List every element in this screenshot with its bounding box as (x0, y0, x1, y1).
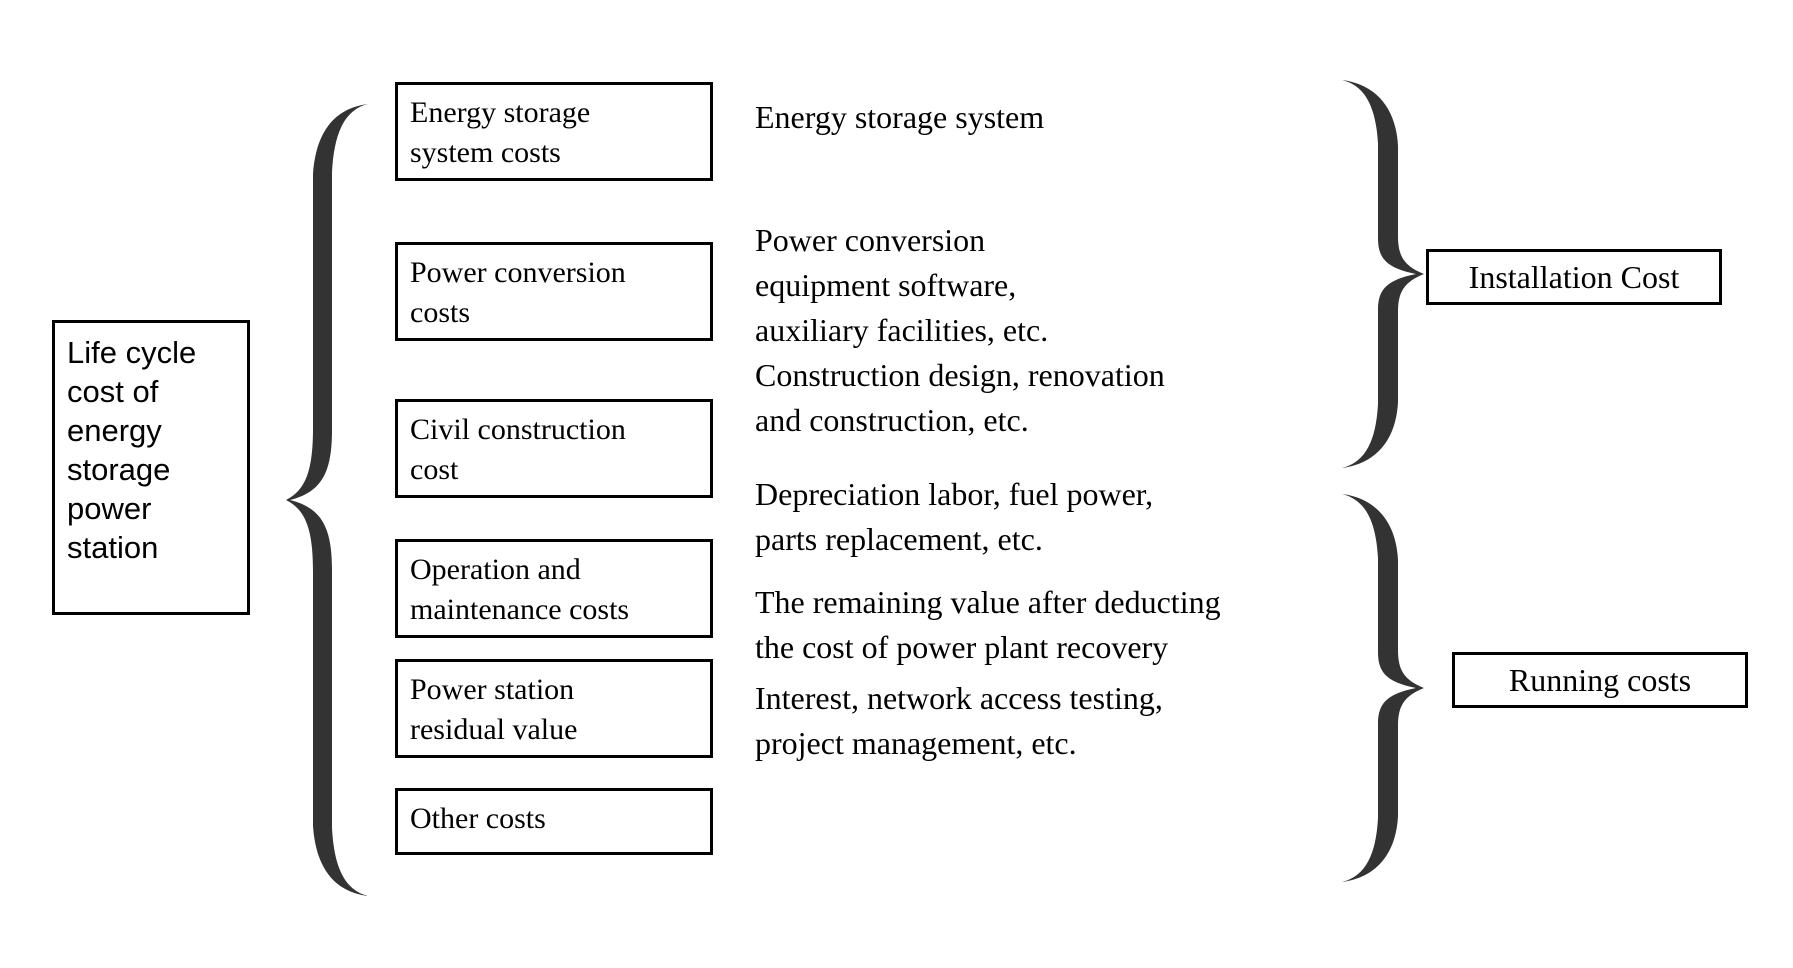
item-box-operation-and-maintenance-costs: Operation and maintenance costs (395, 539, 713, 638)
group-box-installation-cost: Installation Cost (1426, 249, 1722, 305)
item-description-civil-construction-cost: Construction design, renovation and cons… (755, 357, 1165, 438)
group-label: Installation Cost (1468, 259, 1680, 295)
item-box-civil-construction-cost: Civil construction cost (395, 399, 713, 498)
item-box-power-conversion-costs: Power conversion costs (395, 242, 713, 341)
item-label: Power station residual value (410, 673, 578, 746)
item-box-energy-storage-system-costs: Energy storage system costs (395, 82, 713, 181)
item-description-energy-storage-system-costs: Energy storage system (755, 99, 1045, 135)
item-description-operation-and-maintenance-costs: Depreciation labor, fuel power, parts re… (755, 476, 1154, 557)
item-box-power-station-residual-value: Power station residual value (395, 659, 713, 758)
group-label: Running costs (1508, 662, 1692, 698)
group-box-running-costs: Running costs (1452, 652, 1748, 708)
left-curly-brace-icon (286, 100, 370, 900)
item-box-other-costs: Other costs (395, 788, 713, 855)
right-curly-brace-installation-icon (1336, 78, 1424, 470)
right-curly-brace-running-icon (1336, 492, 1424, 884)
item-label: Civil construction cost (410, 413, 626, 486)
item-label: Power conversion costs (410, 256, 626, 329)
root-node-life-cycle-cost: Life cycle cost of energy storage power … (52, 320, 250, 615)
item-description-other-costs: Interest, network access testing, projec… (755, 680, 1163, 761)
item-label: Energy storage system costs (410, 96, 591, 169)
item-label: Other costs (410, 802, 546, 835)
root-node-label: Life cycle cost of energy storage power … (67, 335, 197, 565)
item-description-power-station-residual-value: The remaining value after deducting the … (755, 584, 1221, 665)
item-description-power-conversion-costs: Power conversion equipment software, aux… (755, 222, 1049, 348)
item-label: Operation and maintenance costs (410, 553, 630, 626)
